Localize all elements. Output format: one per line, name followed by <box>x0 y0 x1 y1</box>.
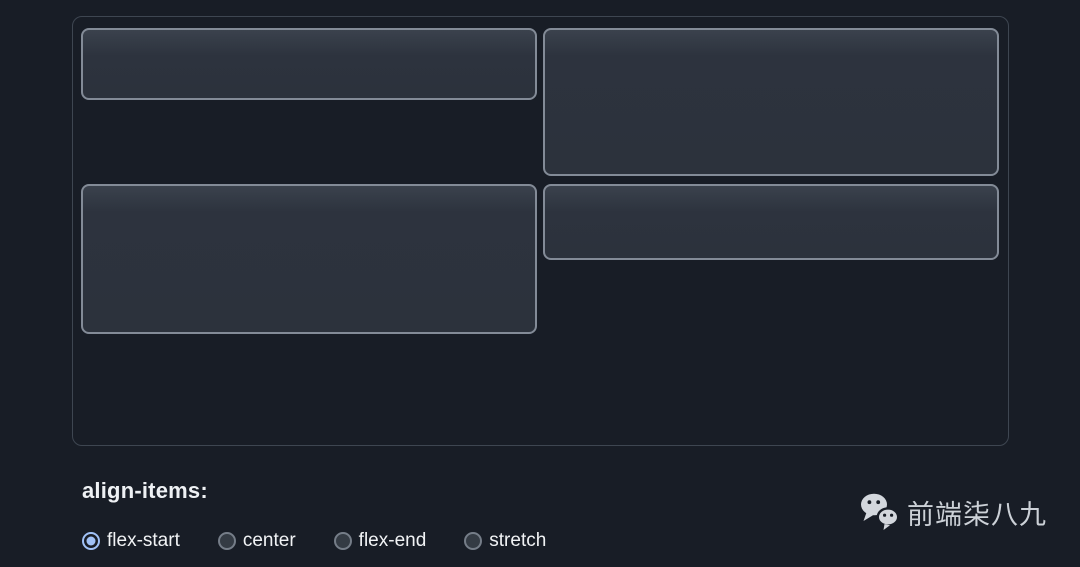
flex-container <box>72 16 1009 446</box>
flex-item-2 <box>543 28 999 176</box>
align-items-options: flex-start center flex-end stretch <box>82 531 546 551</box>
radio-center-label: center <box>242 530 296 551</box>
radio-flex-end-label: flex-end <box>358 530 427 551</box>
radio-option-center[interactable]: center <box>217 530 296 551</box>
radio-stretch-icon[interactable] <box>464 532 483 550</box>
align-items-controls: align-items: flex-start center flex-end … <box>82 479 546 551</box>
radio-stretch-label: stretch <box>489 530 547 551</box>
branding: 前端柒八九 <box>859 491 1047 533</box>
radio-flex-start-label: flex-start <box>107 530 180 551</box>
radio-option-stretch[interactable]: stretch <box>464 531 546 551</box>
wechat-icon <box>861 493 900 530</box>
radio-flex-end-icon[interactable] <box>333 532 352 550</box>
flex-item-4 <box>543 184 999 260</box>
flex-item-3 <box>81 184 537 334</box>
branding-text: 前端柒八九 <box>907 499 1047 530</box>
radio-center-icon[interactable] <box>217 532 236 550</box>
align-items-label: align-items: <box>82 478 208 503</box>
radio-option-flex-end[interactable]: flex-end <box>333 530 427 551</box>
flex-item-1 <box>81 28 537 100</box>
radio-option-flex-start[interactable]: flex-start <box>82 531 180 551</box>
radio-flex-start-icon[interactable] <box>82 532 100 550</box>
